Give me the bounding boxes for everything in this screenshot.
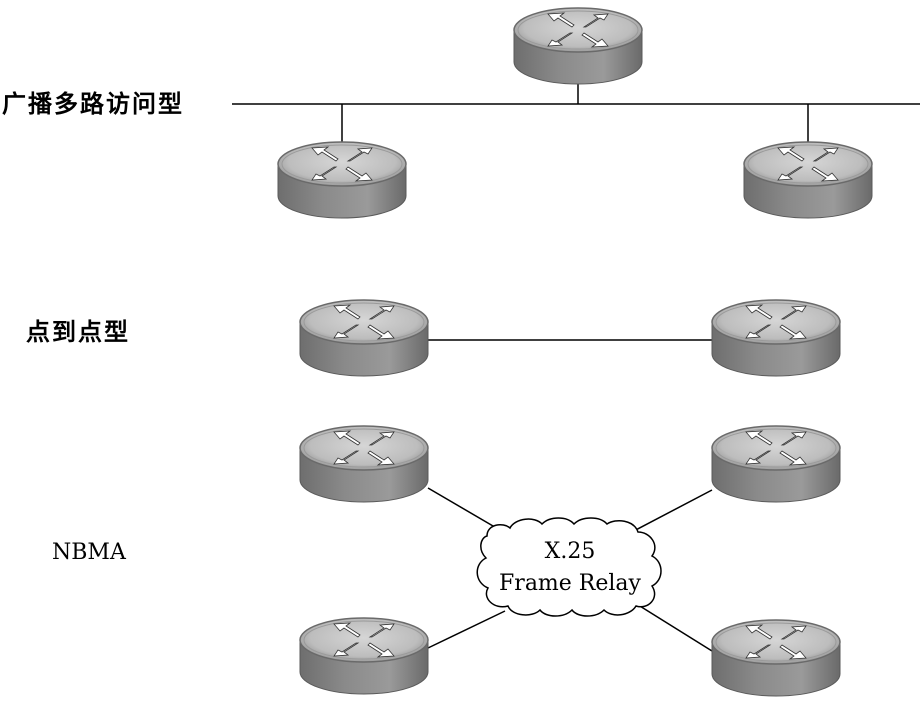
cloud-label-x25: X.25 (544, 539, 596, 564)
router-p2p-left[interactable] (299, 299, 429, 377)
broadcast-bus (232, 78, 920, 142)
nbma-links (427, 487, 713, 652)
router-nbma-bottom-right[interactable] (711, 619, 841, 697)
router-broadcast-right[interactable] (743, 141, 873, 219)
router-broadcast-top[interactable] (513, 7, 643, 85)
broadcast-multiaccess-label: 广播多路访问型 (2, 90, 184, 118)
router-nbma-top-left[interactable] (299, 425, 429, 503)
router-broadcast-left[interactable] (277, 141, 407, 219)
router-nbma-bottom-left[interactable] (299, 617, 429, 695)
frame-relay-cloud (476, 517, 662, 617)
router-p2p-right[interactable] (711, 299, 841, 377)
cloud-label-frame-relay: Frame Relay (499, 571, 641, 596)
point-to-point-label: 点到点型 (26, 318, 130, 346)
router-nbma-top-right[interactable] (711, 425, 841, 503)
nbma-label: NBMA (52, 540, 126, 565)
